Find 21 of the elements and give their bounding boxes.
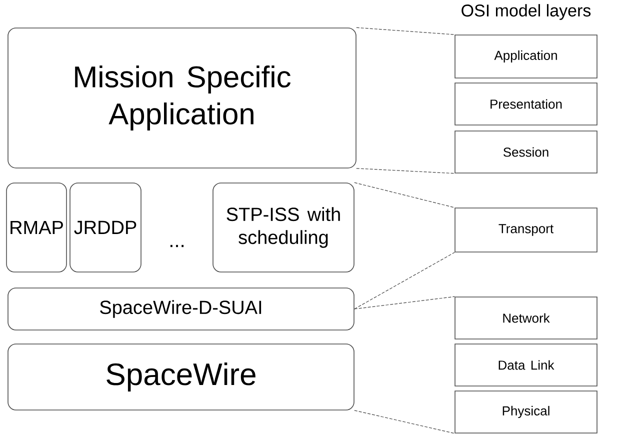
connector-line [356,168,455,174]
layer-box: SpaceWire [8,344,354,410]
layer-box: Mission Specific Application [8,28,356,168]
layer-box: SpaceWire-D-SUAI [8,288,354,330]
osi-layer-box: Data Link [454,344,598,386]
layer-box: JRDDP [70,182,142,272]
connector-line [356,27,455,35]
heading: OSI model layers [462,4,591,20]
osi-layer-box: Application [454,34,598,78]
osi-layer-box: Network [454,296,598,340]
connector-line [354,410,455,434]
osi-layer-box: Presentation [454,82,598,126]
connector-line [354,252,455,310]
layer-box: STP-ISS with scheduling [212,182,354,272]
connector-line [354,296,455,310]
ellipsis: ... [170,244,184,248]
osi-layer-box: Physical [454,390,598,434]
layer-box: RMAP [6,182,67,272]
connector-line [354,182,455,208]
osi-layer-box: Session [454,130,598,174]
osi-layer-box: Transport [454,208,598,252]
